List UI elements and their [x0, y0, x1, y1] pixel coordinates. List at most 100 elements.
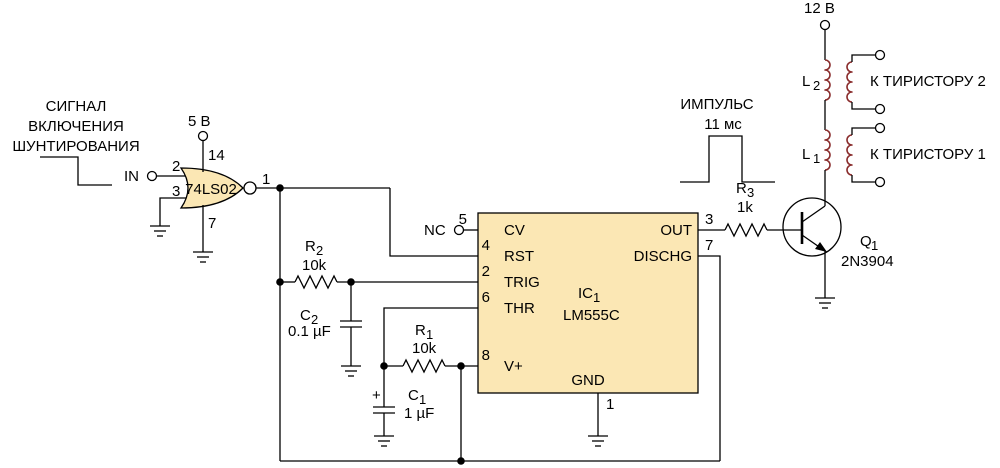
- signal-label-line3: ШУНТИРОВАНИЯ: [12, 138, 139, 155]
- gate-pin-vcc: 14: [208, 147, 225, 164]
- c2-ref-sub: 2: [311, 312, 318, 327]
- ic1-pin-num-trig: 2: [482, 263, 490, 280]
- wire-thr: [383, 307, 478, 366]
- q1-ref-sub: 1: [871, 238, 878, 253]
- ic1-pin-num-cv: 5: [459, 211, 467, 228]
- ic1-pin-name-dischg: DISCHG: [634, 248, 692, 265]
- q1-part: 2N3904: [841, 253, 894, 270]
- input-step-waveform: [40, 156, 112, 186]
- coil-l2-primary: [824, 59, 831, 101]
- coil-l2-secondary: [846, 61, 853, 103]
- ic1-pin-num-gnd: 1: [606, 396, 614, 413]
- q1-collector: [801, 205, 826, 223]
- resistor-r2: [294, 274, 338, 290]
- to-thyristor-2-label: К ТИРИСТОРУ 2: [870, 73, 986, 90]
- ground-symbol-gate: [193, 251, 213, 263]
- gate-pin-in-b: 3: [172, 183, 180, 200]
- pulse-waveform: [680, 135, 775, 183]
- r3-q1: R 3 1k Q 1 2N3904: [698, 180, 894, 309]
- coil-l1-secondary: [846, 134, 853, 176]
- nor-gate-body: [179, 167, 244, 209]
- ic1-pin-name-trig: TRIG: [504, 274, 540, 291]
- r1-value: 10k: [412, 340, 437, 357]
- transistor-q1: [782, 197, 842, 257]
- gate-supply-terminal: [197, 130, 209, 142]
- terminal-thyristor1-a: [874, 122, 886, 134]
- to-thyristor-1-label: К ТИРИСТОРУ 1: [870, 146, 986, 163]
- pulse-title: ИМПУЛЬС: [680, 96, 753, 113]
- ic1-ref: IC: [578, 285, 593, 302]
- ground-symbol-gate-input: [150, 225, 170, 237]
- ic1-pin-name-cv: CV: [504, 222, 525, 239]
- r1-ref-sub: 1: [426, 327, 433, 342]
- ic1-pin-num-dischg: 7: [705, 237, 713, 254]
- nor-gate: 74LS02 2 3 1 5 В 14 7: [150, 113, 270, 263]
- ic1-pin-num-out: 3: [705, 211, 713, 228]
- r2-ref: R: [305, 238, 316, 255]
- r3-value: 1k: [737, 199, 753, 216]
- ic1-lm555: NC 5 CV 4 RST 2 TRIG 6 THR 8 V+ 3 OUT 7 …: [424, 211, 713, 447]
- c1-polarity: +: [372, 387, 381, 404]
- terminal-thyristor1-b: [874, 176, 886, 188]
- nor-gate-bubble: [243, 181, 257, 195]
- ic1-pin-num-rst: 4: [482, 237, 490, 254]
- terminal-thyristor2-a: [874, 49, 886, 61]
- ground-symbol-c1: [374, 435, 394, 447]
- c1-ref-sub: 1: [419, 392, 426, 407]
- supply-12v-label: 12 В: [804, 0, 835, 17]
- signal-label-line1: СИГНАЛ: [46, 98, 107, 115]
- nc-terminal: [453, 224, 465, 236]
- wire-to-rst: [389, 188, 478, 257]
- gate-supply-label: 5 В: [188, 113, 211, 130]
- wire-gate-input-b-ground: [159, 197, 192, 226]
- gate-pin-gnd: 7: [208, 215, 216, 232]
- resistor-r1: [402, 358, 446, 374]
- l1-ref: L: [802, 146, 810, 163]
- ic1-pin-name-out: OUT: [660, 222, 692, 239]
- ic1-part: LM555C: [563, 307, 620, 324]
- r2-ref-sub: 2: [316, 243, 323, 258]
- junction-gate-output: [276, 184, 284, 192]
- wire-dischg-return: [698, 255, 721, 461]
- ic1-pin-name-gnd: GND: [571, 372, 605, 389]
- wiring-main: [256, 184, 721, 465]
- l1-ref-sub: 1: [813, 151, 820, 166]
- pulse-annotation: ИМПУЛЬС 11 мс: [680, 96, 775, 183]
- signal-label-line2: ВКЛЮЧЕНИЯ: [28, 118, 124, 135]
- r3-ref: R: [736, 180, 747, 197]
- gate-pin-in-a: 2: [172, 158, 180, 175]
- l2-ref: L: [802, 73, 810, 90]
- wire-l1-sec-bottom: [851, 175, 876, 183]
- supply-12v-terminal: [819, 19, 831, 31]
- ic1-ref-sub: 1: [593, 290, 600, 305]
- ic1-body: [477, 212, 699, 394]
- wire-l2-sec-bottom: [851, 102, 876, 110]
- terminal-thyristor2-b: [874, 103, 886, 115]
- c2-ref: C: [300, 307, 311, 324]
- r1-c1-network: R 1 10k + C 1 1 µF: [372, 307, 478, 461]
- r3-ref-sub: 3: [747, 185, 754, 200]
- ic1-pin-name-thr: THR: [504, 300, 535, 317]
- gate-pin-out: 1: [262, 171, 270, 188]
- r2-value: 10k: [302, 257, 327, 274]
- coil-l1-primary: [824, 129, 831, 171]
- ic1-pin-num-vplus: 8: [482, 347, 490, 364]
- ic1-pin-name-rst: RST: [504, 248, 534, 265]
- in-terminal: [146, 170, 158, 182]
- nc-label: NC: [424, 222, 446, 239]
- r2-c2-network: R 2 10k C 2 0.1 µF: [280, 238, 478, 377]
- resistor-r3: [724, 222, 768, 238]
- transformers: 12 В L 2 К ТИРИСТОРУ 2 L 1 К ТИРИСТОРУ 1: [802, 0, 986, 190]
- l2-ref-sub: 2: [813, 78, 820, 93]
- ground-symbol-q1: [815, 297, 835, 309]
- q1-emitter-arrow: [815, 242, 827, 252]
- wire-l1-sec-top: [851, 127, 876, 135]
- ic1-pin-name-vplus: V+: [504, 358, 523, 375]
- gate-part-label: 74LS02: [185, 181, 237, 198]
- ground-symbol-ic1: [588, 435, 608, 447]
- in-label: IN: [124, 168, 139, 185]
- c1-value: 1 µF: [404, 405, 434, 422]
- c2-value: 0.1 µF: [288, 323, 331, 340]
- pulse-width-label: 11 мс: [704, 116, 742, 133]
